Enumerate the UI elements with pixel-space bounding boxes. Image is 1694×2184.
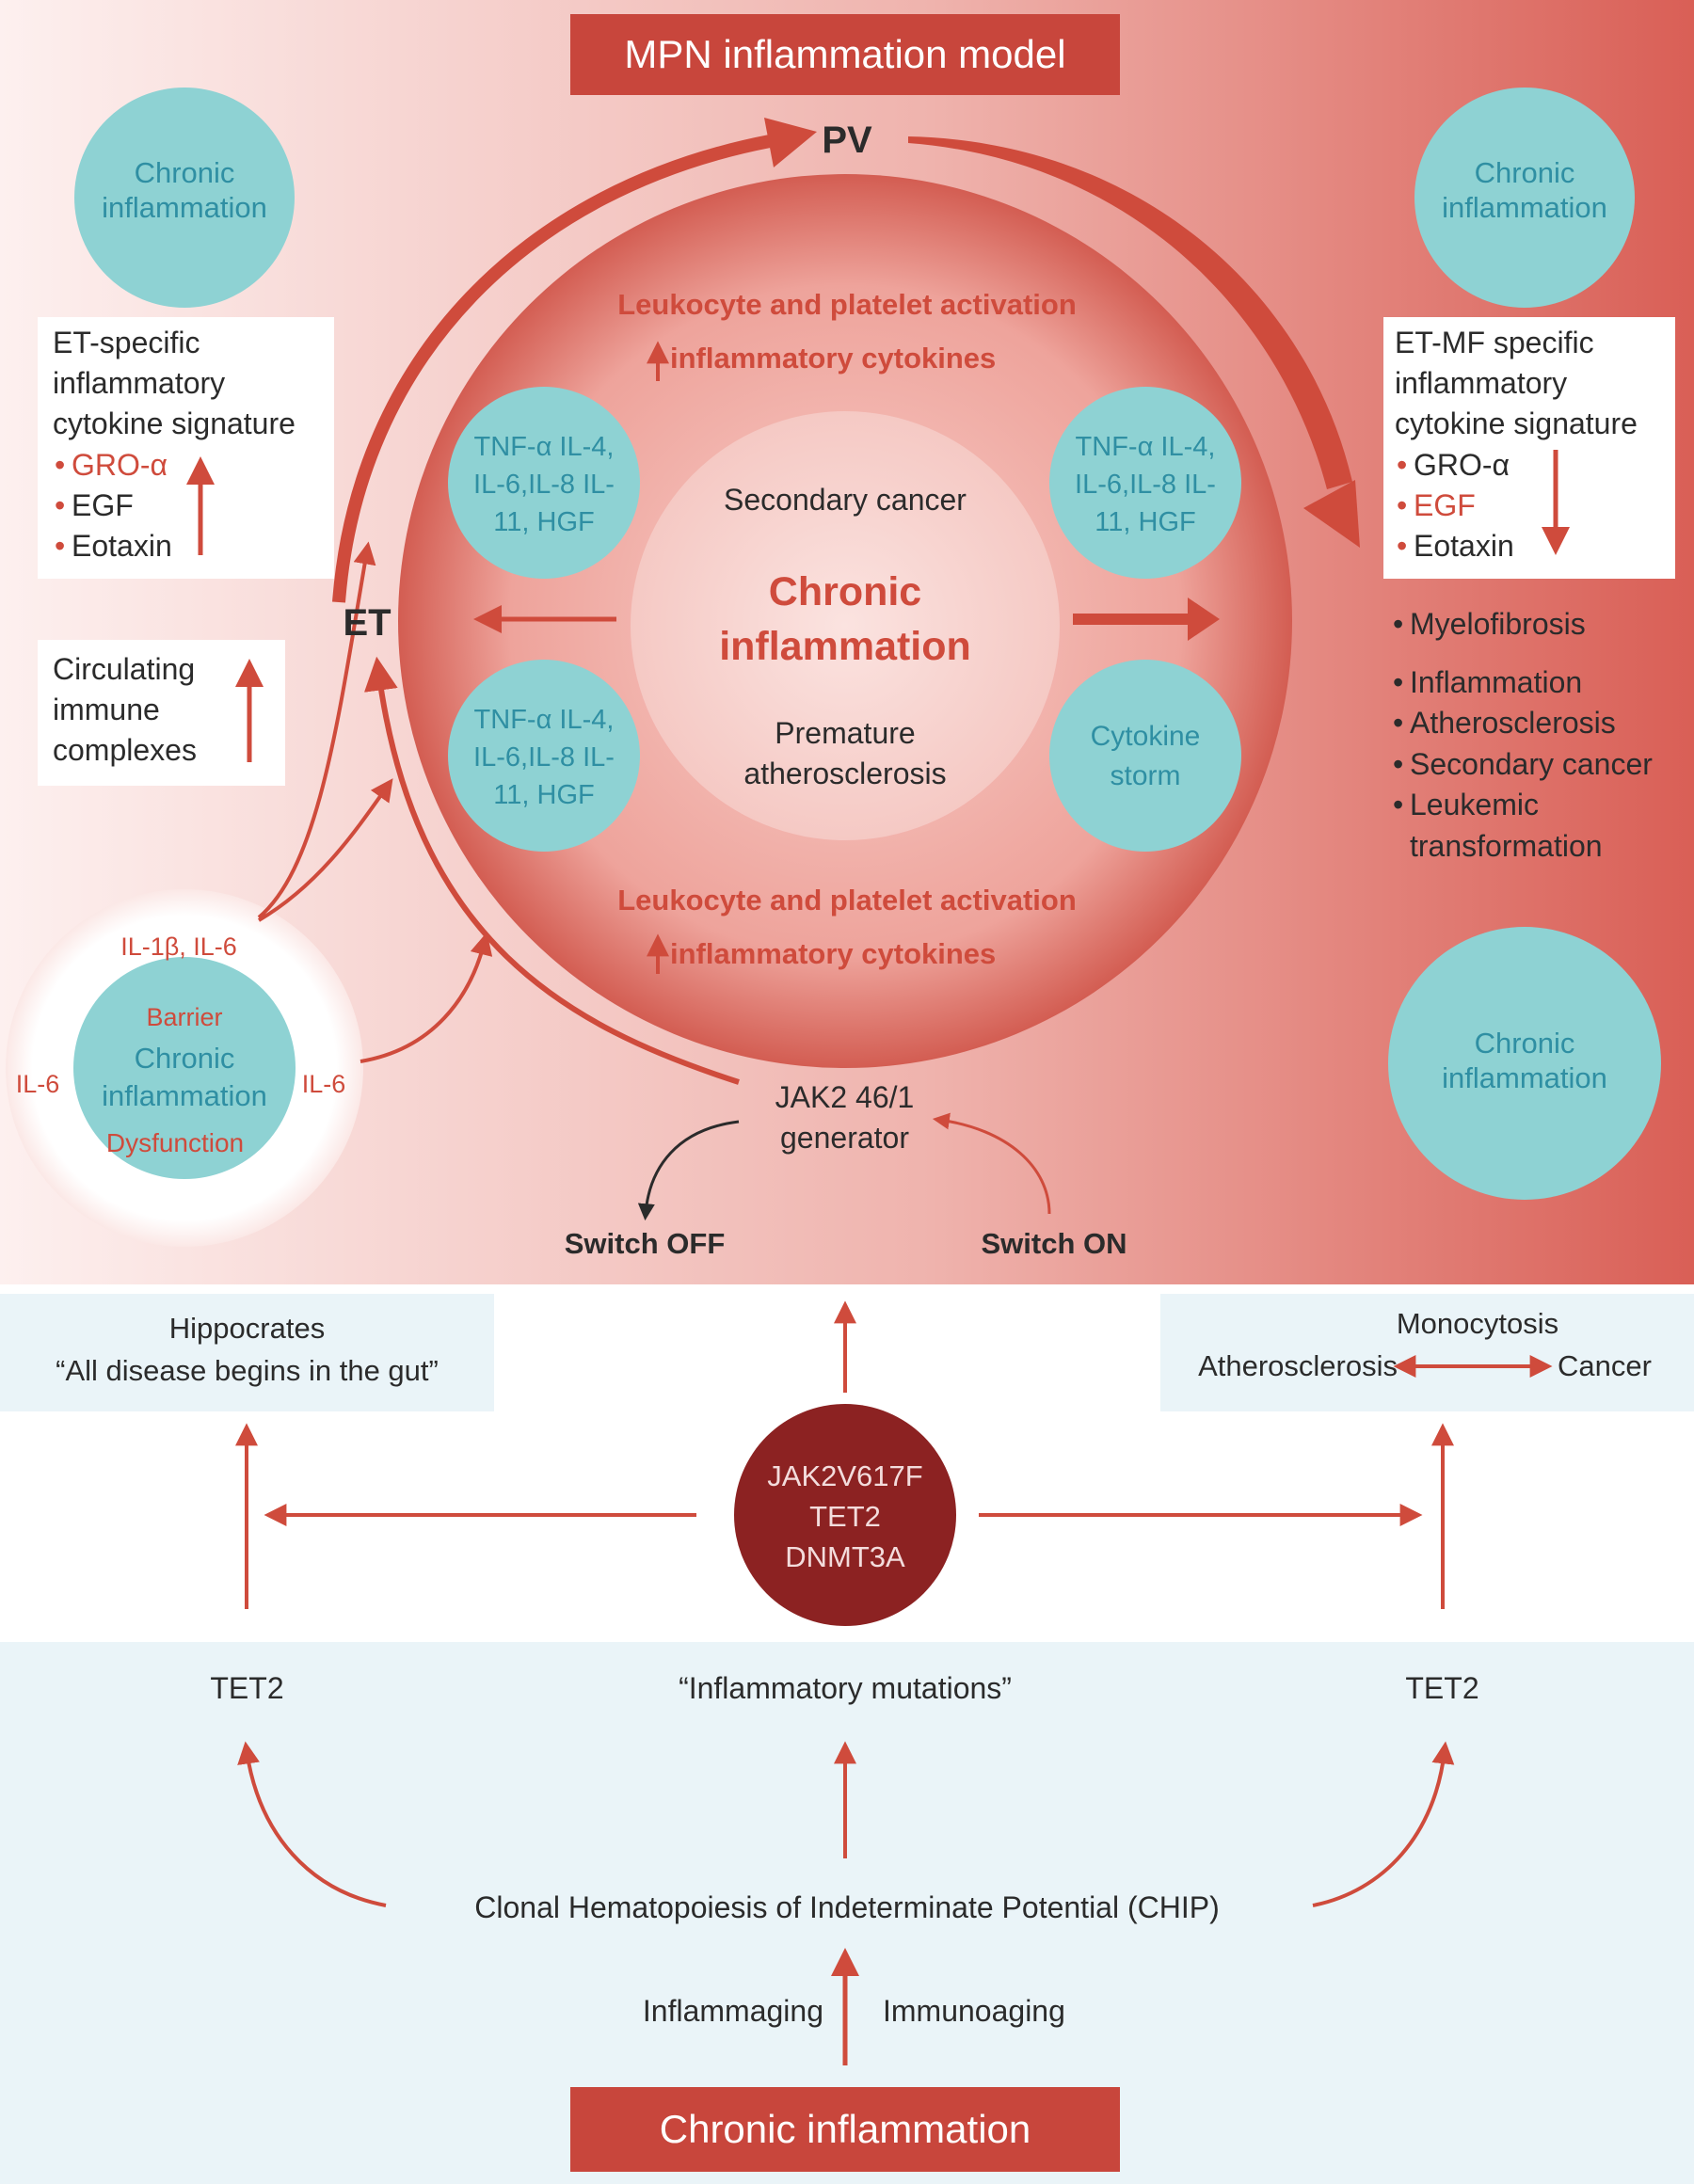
cytokine-storm-circle	[1049, 660, 1241, 852]
switch-off-label: Switch OFF	[564, 1227, 726, 1260]
immunoaging-label: Immunoaging	[883, 1994, 1065, 2028]
right-signature-block: ET-MF specific inflammatory cytokine sig…	[1395, 323, 1672, 566]
left-signature-item-eotaxin: Eotaxin	[53, 526, 326, 566]
left-signature-item-gro: GRO-α	[53, 445, 326, 486]
switch-on-label: Switch ON	[981, 1227, 1127, 1260]
center-premature-atherosclerosis: Premature atherosclerosis	[743, 716, 947, 791]
outcome-inflammation: Inflammation	[1391, 662, 1683, 704]
inflammaging-label: Inflammaging	[642, 1994, 823, 2028]
ring-top-line1: Leukocyte and platelet activation	[617, 288, 1077, 321]
pv-label: PV	[822, 120, 872, 161]
left-signature-heading: ET-specific inflammatory cytokine signat…	[53, 326, 296, 441]
chronic-inflammation-circle-bottom-right	[1388, 927, 1661, 1200]
outcome-secondary-cancer: Secondary cancer	[1391, 744, 1683, 786]
center-title: Chronic inflammation	[719, 569, 971, 670]
chip-label: Clonal Hematopoiesis of Indeterminate Po…	[474, 1890, 1220, 1924]
inflammatory-mutations-label: “Inflammatory mutations”	[679, 1671, 1012, 1705]
cytokine-label-lower-left: TNF-α IL-4, IL-6,IL-8 IL-11, HGF	[473, 705, 615, 811]
center-secondary-cancer: Secondary cancer	[724, 483, 967, 517]
right-signature-item-egf: EGF	[1395, 486, 1672, 526]
monocytosis-panel	[1160, 1294, 1694, 1411]
chronic-inflammation-circle-top-right	[1414, 88, 1635, 308]
outcomes-list: Myelofibrosis Inflammation Atheroscleros…	[1391, 604, 1683, 867]
chronic-inflammation-label-top-left: Chronic inflammation	[102, 156, 267, 225]
ring-bottom-line1: Leukocyte and platelet activation	[617, 884, 1077, 917]
cytokine-label-upper-left: TNF-α IL-4, IL-6,IL-8 IL-11, HGF	[473, 432, 615, 538]
arrow-pv-to-mf	[908, 136, 1352, 489]
hippocrates-quote: “All disease begins in the gut”	[56, 1354, 439, 1387]
cytokine-storm-label: Cytokine storm	[1090, 721, 1201, 791]
gut-barrier-label: Barrier	[146, 1003, 223, 1031]
page-title: MPN inflammation model	[624, 32, 1066, 76]
outcome-leukemic-transformation: Leukemic transformation	[1391, 785, 1683, 867]
right-signature-item-gro: GRO-α	[1395, 445, 1672, 486]
ring-bottom-line2: inflammatory cytokines	[670, 937, 997, 970]
gut-inner-circle	[73, 957, 296, 1179]
mutations-circle-label: JAK2V617F TET2 DNMT3A	[767, 1459, 923, 1573]
tet2-left-label: TET2	[210, 1671, 284, 1705]
chronic-inflammation-circle-top-left	[74, 88, 295, 308]
hippocrates-panel	[0, 1294, 494, 1411]
title-box: MPN inflammation model	[570, 14, 1120, 95]
left-signature-block: ET-specific inflammatory cytokine signat…	[53, 323, 326, 566]
gut-chronic-label: Chronic inflammation	[102, 1042, 267, 1113]
cytokine-label-upper-right: TNF-α IL-4, IL-6,IL-8 IL-11, HGF	[1075, 432, 1216, 538]
immune-complexes-label: Circulating immune complexes	[53, 652, 197, 768]
cytokine-circle-lower-left	[448, 660, 640, 852]
center-circle	[631, 411, 1060, 840]
cytokine-circle-upper-right	[1049, 387, 1241, 579]
footer-title: Chronic inflammation	[659, 2107, 1031, 2151]
outcome-atherosclerosis: Atherosclerosis	[1391, 703, 1683, 744]
ring-top-line2: inflammatory cytokines	[670, 342, 997, 375]
et-label: ET	[343, 602, 392, 644]
chronic-inflammation-label-bottom-right: Chronic inflammation	[1442, 1027, 1607, 1095]
gut-dysfunction-label: Dysfunction	[105, 1128, 245, 1157]
gut-il6-left-label: IL-6	[15, 1070, 60, 1098]
chronic-inflammation-label-top-right: Chronic inflammation	[1442, 156, 1607, 225]
generator-label: JAK2 46/1 generator	[775, 1080, 915, 1156]
tet2-right-label: TET2	[1405, 1671, 1479, 1705]
monocytosis-cancer: Cancer	[1558, 1349, 1652, 1382]
monocytosis-atherosclerosis: Atherosclerosis	[1198, 1349, 1398, 1382]
outcome-myelofibrosis: Myelofibrosis	[1391, 604, 1683, 646]
right-signature-heading: ET-MF specific inflammatory cytokine sig…	[1395, 326, 1638, 441]
arrow-et-to-pv	[332, 135, 772, 603]
hippocrates-title: Hippocrates	[168, 1312, 326, 1345]
right-signature-item-eotaxin: Eotaxin	[1395, 526, 1672, 566]
gut-il6-right-label: IL-6	[301, 1070, 346, 1098]
mutations-circle	[734, 1404, 956, 1626]
cytokine-circle-upper-left	[448, 387, 640, 579]
footer-title-box: Chronic inflammation	[570, 2087, 1120, 2172]
monocytosis-label: Monocytosis	[1396, 1307, 1559, 1340]
gut-il1b-label: IL-1β, IL-6	[120, 933, 237, 961]
left-signature-item-egf: EGF	[53, 486, 326, 526]
